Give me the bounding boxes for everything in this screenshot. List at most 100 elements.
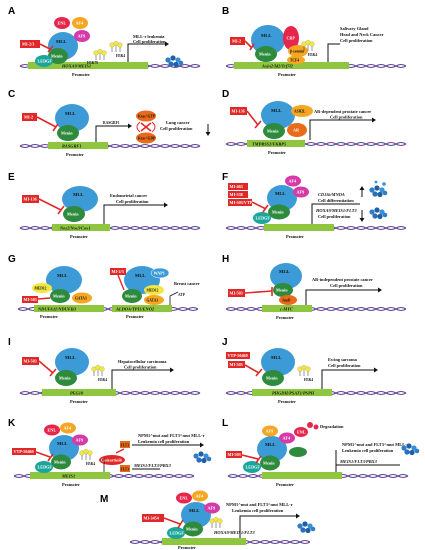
menin-label: Menin <box>51 54 63 59</box>
gene-label: Nos2/Nos3/Cox1 <box>59 226 91 231</box>
mll-label: MLL <box>57 441 67 446</box>
menin-left-label: Menin <box>53 294 65 299</box>
h3k79-label: H3K79 <box>87 61 98 65</box>
menin-label: Menin <box>54 460 66 465</box>
rasgrf1-label: RASGRF1 <box>103 121 120 125</box>
menin-label: Menin <box>61 131 73 136</box>
mll-label: MLL <box>271 108 281 113</box>
gene-label: HOXA9/MEIS1/FLT3 <box>213 530 255 535</box>
panel-j: J PHGDH/PSAT1/PSPH Promoter MLL Menin VT… <box>222 337 407 404</box>
ledgf-label: LEDGF <box>38 59 53 64</box>
ledgf-label: LEDGF <box>246 465 261 470</box>
outcome-1: Cell differentiation <box>318 198 354 203</box>
panel-g: G NDUFA11/NDUFB3 ALDOA/TPI1/ENO2 MLL Men… <box>8 254 200 319</box>
promoter-label: Promoter <box>70 399 88 404</box>
inhibitor-box <box>20 40 40 48</box>
gene-label: MEIS1 <box>61 474 75 479</box>
gata3-right-label: GATA3 <box>147 299 159 303</box>
gene-2: HOXA9/MEIS1/FLT3 <box>315 208 357 213</box>
gene-label: Axin2/Id2/Tcf7l2 <box>261 64 294 69</box>
panel-label-c: C <box>8 89 15 100</box>
menin-protein <box>48 48 68 64</box>
menin-label: Menin <box>272 210 284 215</box>
promoter-label: Promoter <box>286 234 304 239</box>
cbp-label: CBP <box>287 36 296 41</box>
enl-label: ENL <box>48 428 57 433</box>
quizartinib-label: Quizartinib <box>101 458 123 463</box>
promoter-label: Promoter <box>276 482 294 487</box>
mll-label: MLL <box>73 192 83 197</box>
inhibitor-label: MI-136 <box>232 109 245 114</box>
menin-label: Menin <box>67 212 79 217</box>
promoter-label: Promoter <box>268 150 286 155</box>
af9-label: AF9 <box>208 506 216 511</box>
mll-label: MLL <box>65 111 75 116</box>
menin-label: Menin <box>259 52 271 57</box>
outcome-2: Cell proliferation <box>160 126 193 131</box>
outcome-1: Salivary Gland <box>340 26 369 31</box>
wap1-label: WAP1 <box>154 271 165 276</box>
promoter-label: Promoter <box>62 482 80 487</box>
jund-label: JunD <box>282 299 291 303</box>
h3k4-label: H3K4 <box>98 378 107 382</box>
ledgf-protein <box>35 55 53 67</box>
outcome-2: Cell proliferation <box>330 115 363 120</box>
menin-label: Menin <box>59 376 71 381</box>
inhibitor-left: MI-503 <box>24 297 37 302</box>
menin-label: Menin <box>266 376 278 381</box>
tcf4-label: TCF4 <box>290 59 299 63</box>
promoter-label: Promoter <box>70 234 88 239</box>
gene-label: PEG10 <box>70 391 84 396</box>
gata3-left-label: GATA3 <box>75 297 87 301</box>
panel-label-m: M <box>100 494 108 505</box>
med12-left-label: MED12 <box>35 287 47 291</box>
gene-right: ALDOA/TPI1/ENO2 <box>115 307 155 312</box>
inhibitor-label: MI-2/3 <box>22 42 34 47</box>
enl-label: ENL <box>297 430 306 435</box>
panel-label-i: I <box>8 337 11 348</box>
flt3-label-2: FLT3 <box>121 468 130 472</box>
inhibitor-label: MI-2 <box>24 115 33 120</box>
gene-label: PHGDH/PSAT1/PSPH <box>272 391 315 396</box>
promoter-label: Promoter <box>278 72 296 77</box>
outcome-2: Cell proliferation <box>116 199 149 204</box>
gene-label: c-MYC <box>280 307 293 312</box>
mll-label: MLL <box>56 39 66 44</box>
inhibitor-label: MI-3454 <box>144 516 160 521</box>
outcome-3: Cell proliferation <box>340 38 373 43</box>
panel-label-d: D <box>222 89 229 100</box>
genes-out: MEIS1/FLT3/PBX3 <box>339 459 378 464</box>
panel-label-b: B <box>222 6 229 17</box>
panel-label-a: A <box>8 6 15 17</box>
panel-i: I PEG10 Promoter MLL Menin MI-503 H3K4 H… <box>8 337 201 404</box>
promoter-label: Promoter <box>276 315 294 320</box>
af9-label: AF9 <box>266 429 274 434</box>
outcome-1: NPM1^mut and FLT3^mut MLL-r <box>342 442 409 447</box>
outcome-1: Ewing sarcoma <box>328 357 358 362</box>
panel-label-f: F <box>222 172 228 183</box>
af4-label: AF4 <box>64 426 73 431</box>
promoter-bar <box>28 62 148 69</box>
gene-label: HOXA9/MEIS1 <box>61 64 91 69</box>
enl-label: ENL <box>180 496 189 501</box>
outcome-1: NPM1^mut and FLT3^mut MLL-r <box>138 433 205 438</box>
outcome-1: Lung cancer <box>166 120 190 125</box>
outcome-1: Hepatocellular carcinoma <box>118 359 167 364</box>
h3k4-label: H3K4 <box>86 462 95 466</box>
af4-protein <box>72 17 88 29</box>
outcome-2: Head and Neck Cancer <box>340 32 384 37</box>
outcome-1: NPM1^mut and FLT3^mut MLL-r <box>226 502 293 507</box>
inhibitor-label: MI-2 <box>232 39 241 44</box>
inhibitor-label: MI-136 <box>24 197 37 202</box>
promoter-right-label: Promoter <box>126 314 144 319</box>
panel-c: C RASGRF1 Promoter MLL Menin MI-2 RASGRF… <box>8 89 211 157</box>
h3k4-label: H3K4 <box>308 53 317 57</box>
panel-d: D TMPRSS2/FKBP5 Promoter MLL Menin ASH2L… <box>222 89 407 155</box>
panel-k: K MEIS1 Promoter MLL Menin LEDGF ENL AF4… <box>8 418 212 487</box>
af4-label: AF4 <box>76 21 85 26</box>
atp-label: ATP <box>178 293 186 297</box>
af9-label: AF9 <box>78 34 86 39</box>
outcome-2: Cell proliferation <box>124 365 157 370</box>
af9-label: AF9 <box>297 190 305 195</box>
